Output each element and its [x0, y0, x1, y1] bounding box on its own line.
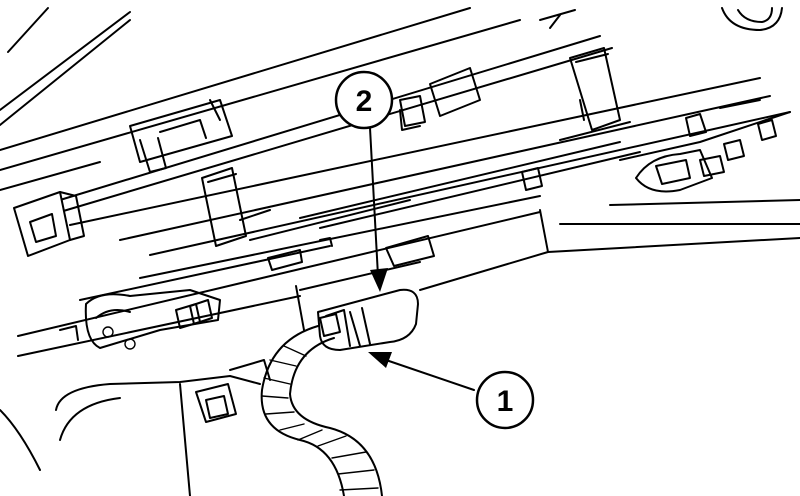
top-right-bracket: [721, 7, 783, 31]
callout-2-label: 2: [356, 85, 373, 118]
harness-connector: [317, 288, 419, 351]
left-latch: [59, 289, 221, 350]
center-bracket: [201, 167, 271, 247]
callout-1: 1: [475, 370, 535, 430]
upper-left-rails: [0, 7, 131, 126]
lower-trim: [0, 359, 271, 496]
callout-1-label: 1: [497, 385, 514, 418]
callout-2: 2: [334, 70, 394, 130]
left-clip: [13, 191, 85, 257]
upper-bracket-cluster: [129, 47, 621, 173]
wiring-harness: [260, 325, 383, 496]
arrowhead-1: [368, 352, 392, 368]
mid-beams: [0, 77, 791, 256]
lower-main-panel: [17, 195, 800, 357]
leader-arrows: [368, 127, 475, 391]
arrowhead-2: [370, 268, 388, 292]
right-end-bracket: [399, 99, 800, 206]
